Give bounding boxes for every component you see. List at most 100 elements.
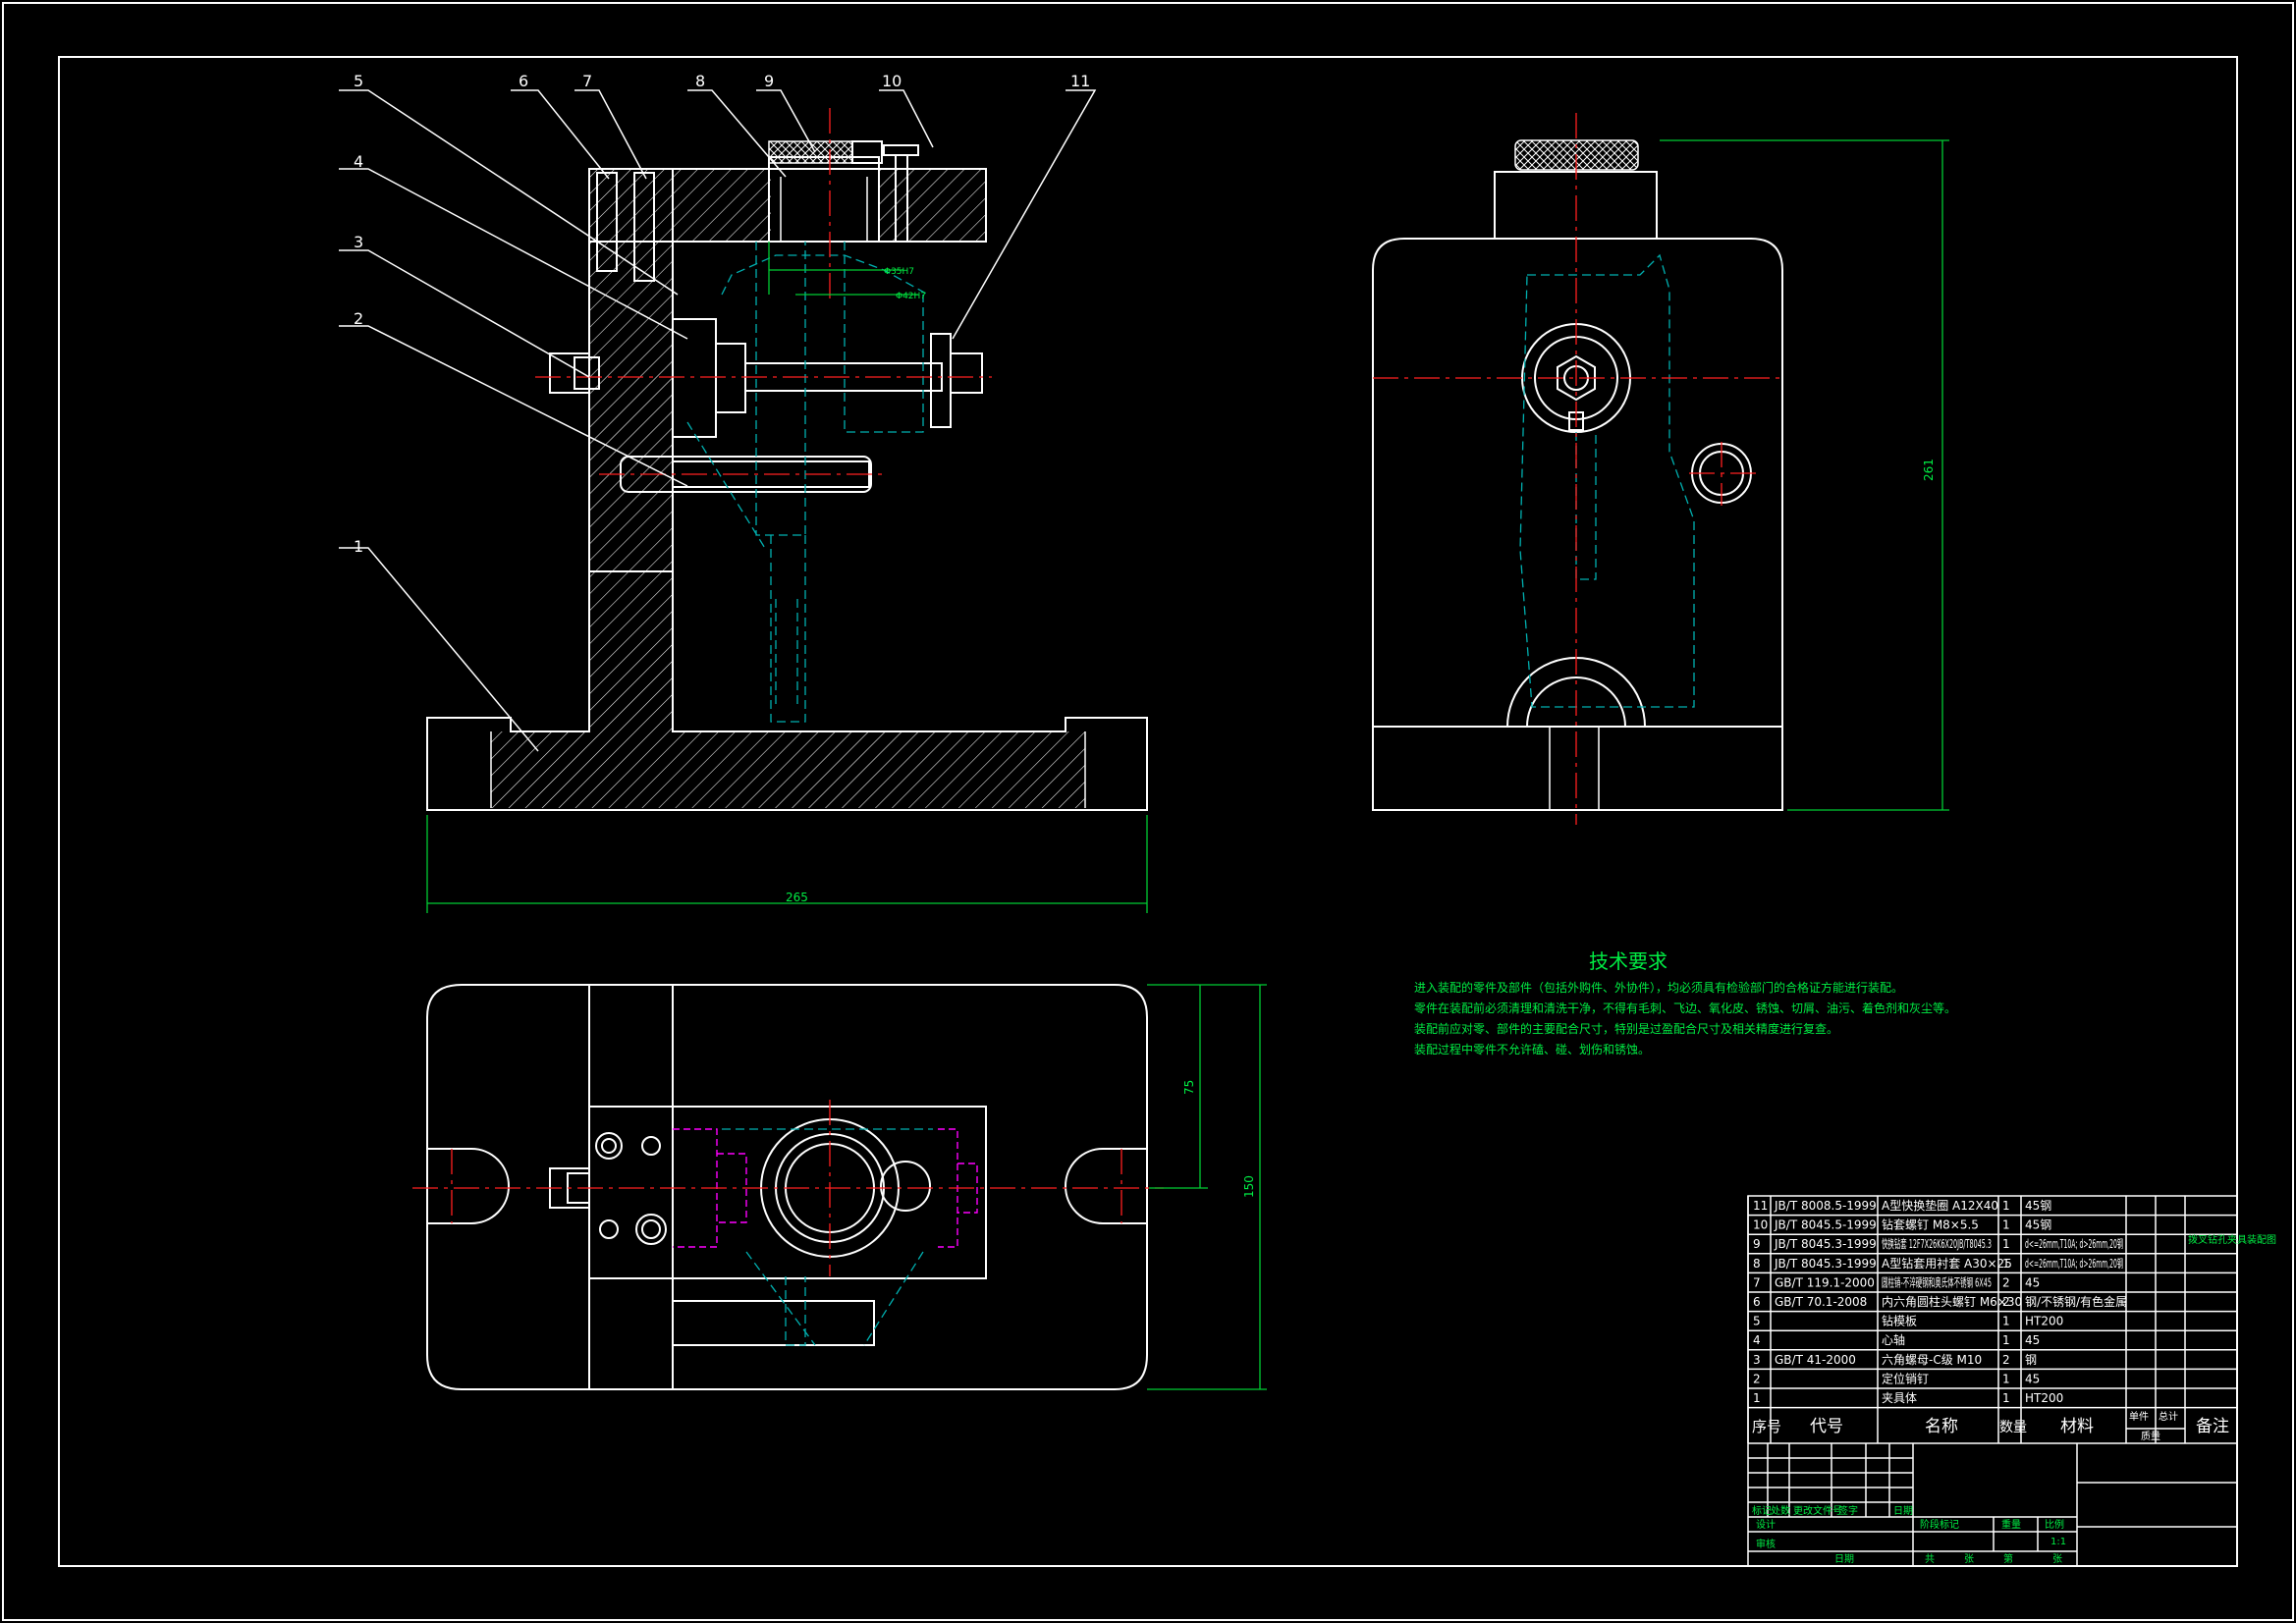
- bom-cell-qty: 2: [2002, 1295, 2010, 1309]
- bom-cell-material: 45钢: [2025, 1218, 2051, 1232]
- bom-cell-no: 5: [1753, 1315, 1761, 1328]
- tech-requirements: 技术要求 进入装配的零件及部件（包括外购件、外协件），均必须具有检验部门的合格证…: [1414, 949, 1956, 1056]
- tech-req-line-1: 进入装配的零件及部件（包括外购件、外协件），均必须具有检验部门的合格证方能进行装…: [1414, 980, 1903, 995]
- bom-header-no: 序号: [1752, 1418, 1781, 1435]
- bom-header-remark: 备注: [2196, 1417, 2229, 1436]
- bom-cell-no: 10: [1753, 1218, 1768, 1232]
- bom-header-unit: 单件: [2129, 1411, 2149, 1423]
- bom-cell-qty: 1: [2002, 1333, 2010, 1347]
- bom-cell-material: 45: [2025, 1372, 2040, 1385]
- bom-header-name: 名称: [1925, 1417, 1958, 1436]
- role-label-no: 第: [2003, 1552, 2013, 1565]
- bom-header-qty: 数量: [1999, 1420, 2027, 1435]
- role-label-date: 日期: [1834, 1553, 1854, 1565]
- dim-phi-small: Φ35H7: [884, 267, 914, 277]
- label-part-10: 10: [882, 72, 902, 90]
- label-part-4: 4: [354, 152, 363, 171]
- bom-cell-no: 2: [1753, 1372, 1761, 1385]
- bom-cell-name: 六角螺母-C级 M10: [1882, 1353, 1982, 1367]
- stage-label-weight: 重量: [2001, 1518, 2021, 1531]
- bom-cell-material: HT200: [2025, 1315, 2063, 1328]
- bom-cell-code: GB/T 119.1-2000: [1775, 1275, 1875, 1289]
- sign-label-date: 日期: [1893, 1505, 1913, 1517]
- bom-header-mass: 质量: [2141, 1431, 2160, 1442]
- bom-cell-qty: 2: [2002, 1275, 2010, 1289]
- bom-cell-no: 9: [1753, 1237, 1761, 1251]
- bom-cell-no: 3: [1753, 1353, 1761, 1367]
- tech-req-line-2: 零件在装配前必须清理和清洗干净，不得有毛刺、飞边、氧化皮、锈蚀、切屑、油污、着色…: [1414, 1001, 1956, 1015]
- sign-label-sign: 签字: [1838, 1504, 1858, 1517]
- bom-header-total: 总计: [2159, 1410, 2178, 1423]
- bom-cell-material: d<=26mm,T10A; d>26mm,20钢: [2025, 1257, 2123, 1271]
- bom-cell-name: 定位销钉: [1882, 1371, 1929, 1385]
- stage-label-scale: 比例: [2045, 1518, 2064, 1531]
- bom-cell-qty: 1: [2002, 1199, 2010, 1213]
- label-part-8: 8: [695, 72, 705, 90]
- bom-side-note: 拨叉钻孔夹具装配图: [2188, 1233, 2276, 1246]
- bom-cell-name: 内六角圆柱头螺钉 M6×30: [1882, 1294, 2022, 1309]
- drawing-frame: [58, 56, 2238, 1567]
- bom-cell-material: 45: [2025, 1275, 2040, 1289]
- bom-cell-name: 快换钻套 12F7X26K6X20JB/T8045.3: [1882, 1236, 1992, 1251]
- bom-cell-qty: 1: [2002, 1372, 2010, 1385]
- dim-side-height: 261: [1922, 459, 1936, 481]
- sign-label-mark: 标记: [1752, 1505, 1772, 1517]
- sign-label-doc: 更改文件号: [1793, 1504, 1842, 1517]
- bom-cell-code: JB/T 8045.3-1999: [1774, 1257, 1877, 1271]
- label-part-6: 6: [519, 72, 528, 90]
- bom-cell-name: A型快换垫圈 A12X40: [1882, 1198, 1998, 1213]
- label-part-11: 11: [1070, 72, 1090, 90]
- bom-cell-material: 钢: [2025, 1353, 2037, 1367]
- bom-cell-name: 心轴: [1882, 1332, 1905, 1347]
- bom-scale-value: 1:1: [2050, 1537, 2066, 1547]
- bom-cell-qty: 2: [2002, 1353, 2010, 1367]
- role-label-total: 共: [1925, 1553, 1935, 1565]
- bom-header-material: 材料: [2060, 1417, 2094, 1436]
- bom-cell-qty: 1: [2002, 1391, 2010, 1405]
- part-labels: 1 2 3 4 5 6 7 8 9 10 11: [354, 72, 1090, 556]
- bom-cell-no: 7: [1753, 1275, 1761, 1289]
- bom-cell-qty: 1: [2002, 1315, 2010, 1328]
- bom-cell-qty: 1: [2002, 1257, 2010, 1271]
- bom-cell-no: 11: [1753, 1199, 1768, 1213]
- tech-req-line-3: 装配前应对零、部件的主要配合尺寸，特别是过盈配合尺寸及相关精度进行复查。: [1414, 1021, 1838, 1036]
- bom-cell-name: A型钻套用衬套 A30×25: [1882, 1256, 2012, 1271]
- bom-cell-code: JB/T 8045.5-1999: [1774, 1218, 1877, 1232]
- label-part-9: 9: [764, 72, 774, 90]
- label-part-1: 1: [354, 537, 363, 556]
- bom-cell-name: 夹具体: [1882, 1391, 1917, 1405]
- label-part-2: 2: [354, 309, 363, 328]
- dim-front-width: 265: [786, 891, 808, 904]
- role-label-sheets-2: 张: [2052, 1553, 2062, 1565]
- label-part-3: 3: [354, 233, 363, 251]
- bom-cell-no: 1: [1753, 1391, 1761, 1405]
- bom-cell-no: 8: [1753, 1257, 1761, 1271]
- label-part-5: 5: [354, 72, 363, 90]
- bom-cell-qty: 1: [2002, 1237, 2010, 1251]
- bom-header-code: 代号: [1810, 1417, 1843, 1436]
- tech-req-line-4: 装配过程中零件不允许磕、碰、划伤和锈蚀。: [1414, 1042, 1650, 1056]
- bom-cell-name: 钻模板: [1882, 1314, 1917, 1328]
- bom-cell-material: 钢/不锈钢/有色金属: [2025, 1294, 2127, 1309]
- bom-cell-no: 4: [1753, 1333, 1761, 1347]
- front-view: Φ35H7 Φ42H7 265: [426, 108, 1148, 913]
- bom-cell-qty: 1: [2002, 1218, 2010, 1232]
- tech-req-title: 技术要求: [1589, 949, 1667, 973]
- bom-cell-material: 45: [2025, 1333, 2040, 1347]
- dim-plan-half: 75: [1182, 1080, 1196, 1095]
- bom-cell-material: d<=26mm,T10A; d>26mm,20钢: [2025, 1237, 2123, 1251]
- bom-cell-no: 6: [1753, 1295, 1761, 1309]
- dim-phi-large: Φ42H7: [896, 292, 926, 301]
- bom-cell-code: GB/T 41-2000: [1775, 1353, 1856, 1367]
- bom-cell-material: 45钢: [2025, 1199, 2051, 1213]
- bom-cell-code: GB/T 70.1-2008: [1775, 1295, 1867, 1309]
- bom-cell-code: JB/T 8045.3-1999: [1774, 1237, 1877, 1251]
- stage-label-mark: 阶段标记: [1920, 1518, 1959, 1531]
- label-part-7: 7: [582, 72, 592, 90]
- role-label-design: 设计: [1756, 1518, 1776, 1531]
- bom-cell-material: HT200: [2025, 1391, 2063, 1405]
- sign-label-count: 处数: [1771, 1504, 1790, 1517]
